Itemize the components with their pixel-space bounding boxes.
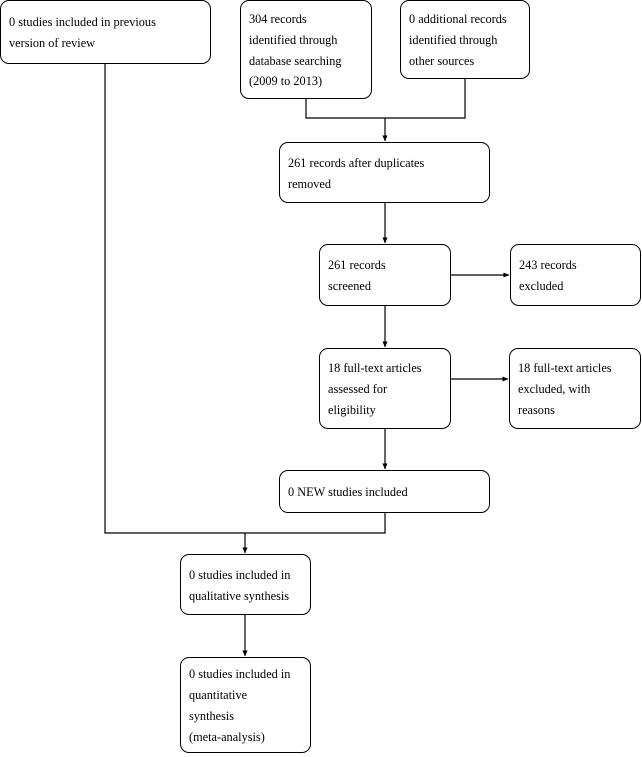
node-text-line: 0 studies included in previous (9, 15, 156, 30)
node-text-line: removed (288, 176, 332, 191)
node-text-line: 261 records after duplicates (288, 155, 425, 170)
node-text-line: (meta-analysis) (189, 729, 265, 744)
node-fulltext-assessed: 18 full-text articles assessed for eligibi… (319, 348, 451, 429)
node-qualitative-synthesis: 0 studies included in qualitative synthes… (180, 554, 311, 615)
node-new-studies-included: 0 NEW studies included (279, 470, 490, 513)
node-text-line: excluded (519, 279, 564, 293)
node-database-records: 304 records identified through database se… (240, 0, 372, 99)
node-text-line: 0 studies included in (189, 567, 291, 582)
node-text-line: 261 records (328, 258, 386, 273)
node-records-screened: 261 records screened (319, 244, 451, 306)
node-text-line: 0 studies included in (189, 667, 291, 682)
node-text-line: identified through (249, 32, 338, 47)
node-text-line: 18 full-text articles (328, 361, 422, 376)
node-text-line: 0 NEW studies included (288, 485, 408, 500)
node-text-line: screened (328, 279, 372, 293)
node-text-line: (2009 to 2013) (249, 74, 323, 89)
connector-database-to-merge (305, 99, 385, 119)
node-text-line: qualitative synthesis (189, 588, 290, 603)
node-text-line: reasons (518, 402, 555, 417)
node-text-line: eligibility (328, 402, 376, 417)
node-text-line: database searching (249, 53, 342, 68)
node-quantitative-synthesis: 0 studies included in quantitative synthes… (180, 657, 311, 753)
node-text-line: 243 records (519, 258, 577, 273)
connector-new-included-to-merge (245, 513, 386, 534)
node-after-duplicates: 261 records after duplicates removed (279, 142, 490, 203)
node-previous-version: 0 studies included in previous version of… (0, 0, 211, 64)
connector-other-sources-to-merge (385, 79, 466, 119)
node-text-line: synthesis (189, 709, 235, 723)
connector-previous-version-to-merge (104, 64, 245, 534)
node-text-line: 0 additional records (409, 12, 507, 27)
node-fulltext-excluded: 18 full-text articles excluded, with reaso… (509, 348, 641, 429)
node-text-line: version of review (9, 36, 96, 50)
node-text-line: 304 records (249, 11, 307, 26)
node-text-line: 18 full-text articles (518, 361, 612, 376)
node-other-sources: 0 additional records identified through ot… (400, 0, 530, 79)
node-text-line: excluded, with (518, 382, 591, 397)
node-text-line: other sources (409, 53, 475, 68)
node-text-line: assessed for (328, 382, 388, 397)
node-text-line: identified through (409, 33, 498, 48)
node-records-excluded: 243 records excluded (510, 244, 641, 306)
node-text-line: quantitative (189, 688, 248, 703)
